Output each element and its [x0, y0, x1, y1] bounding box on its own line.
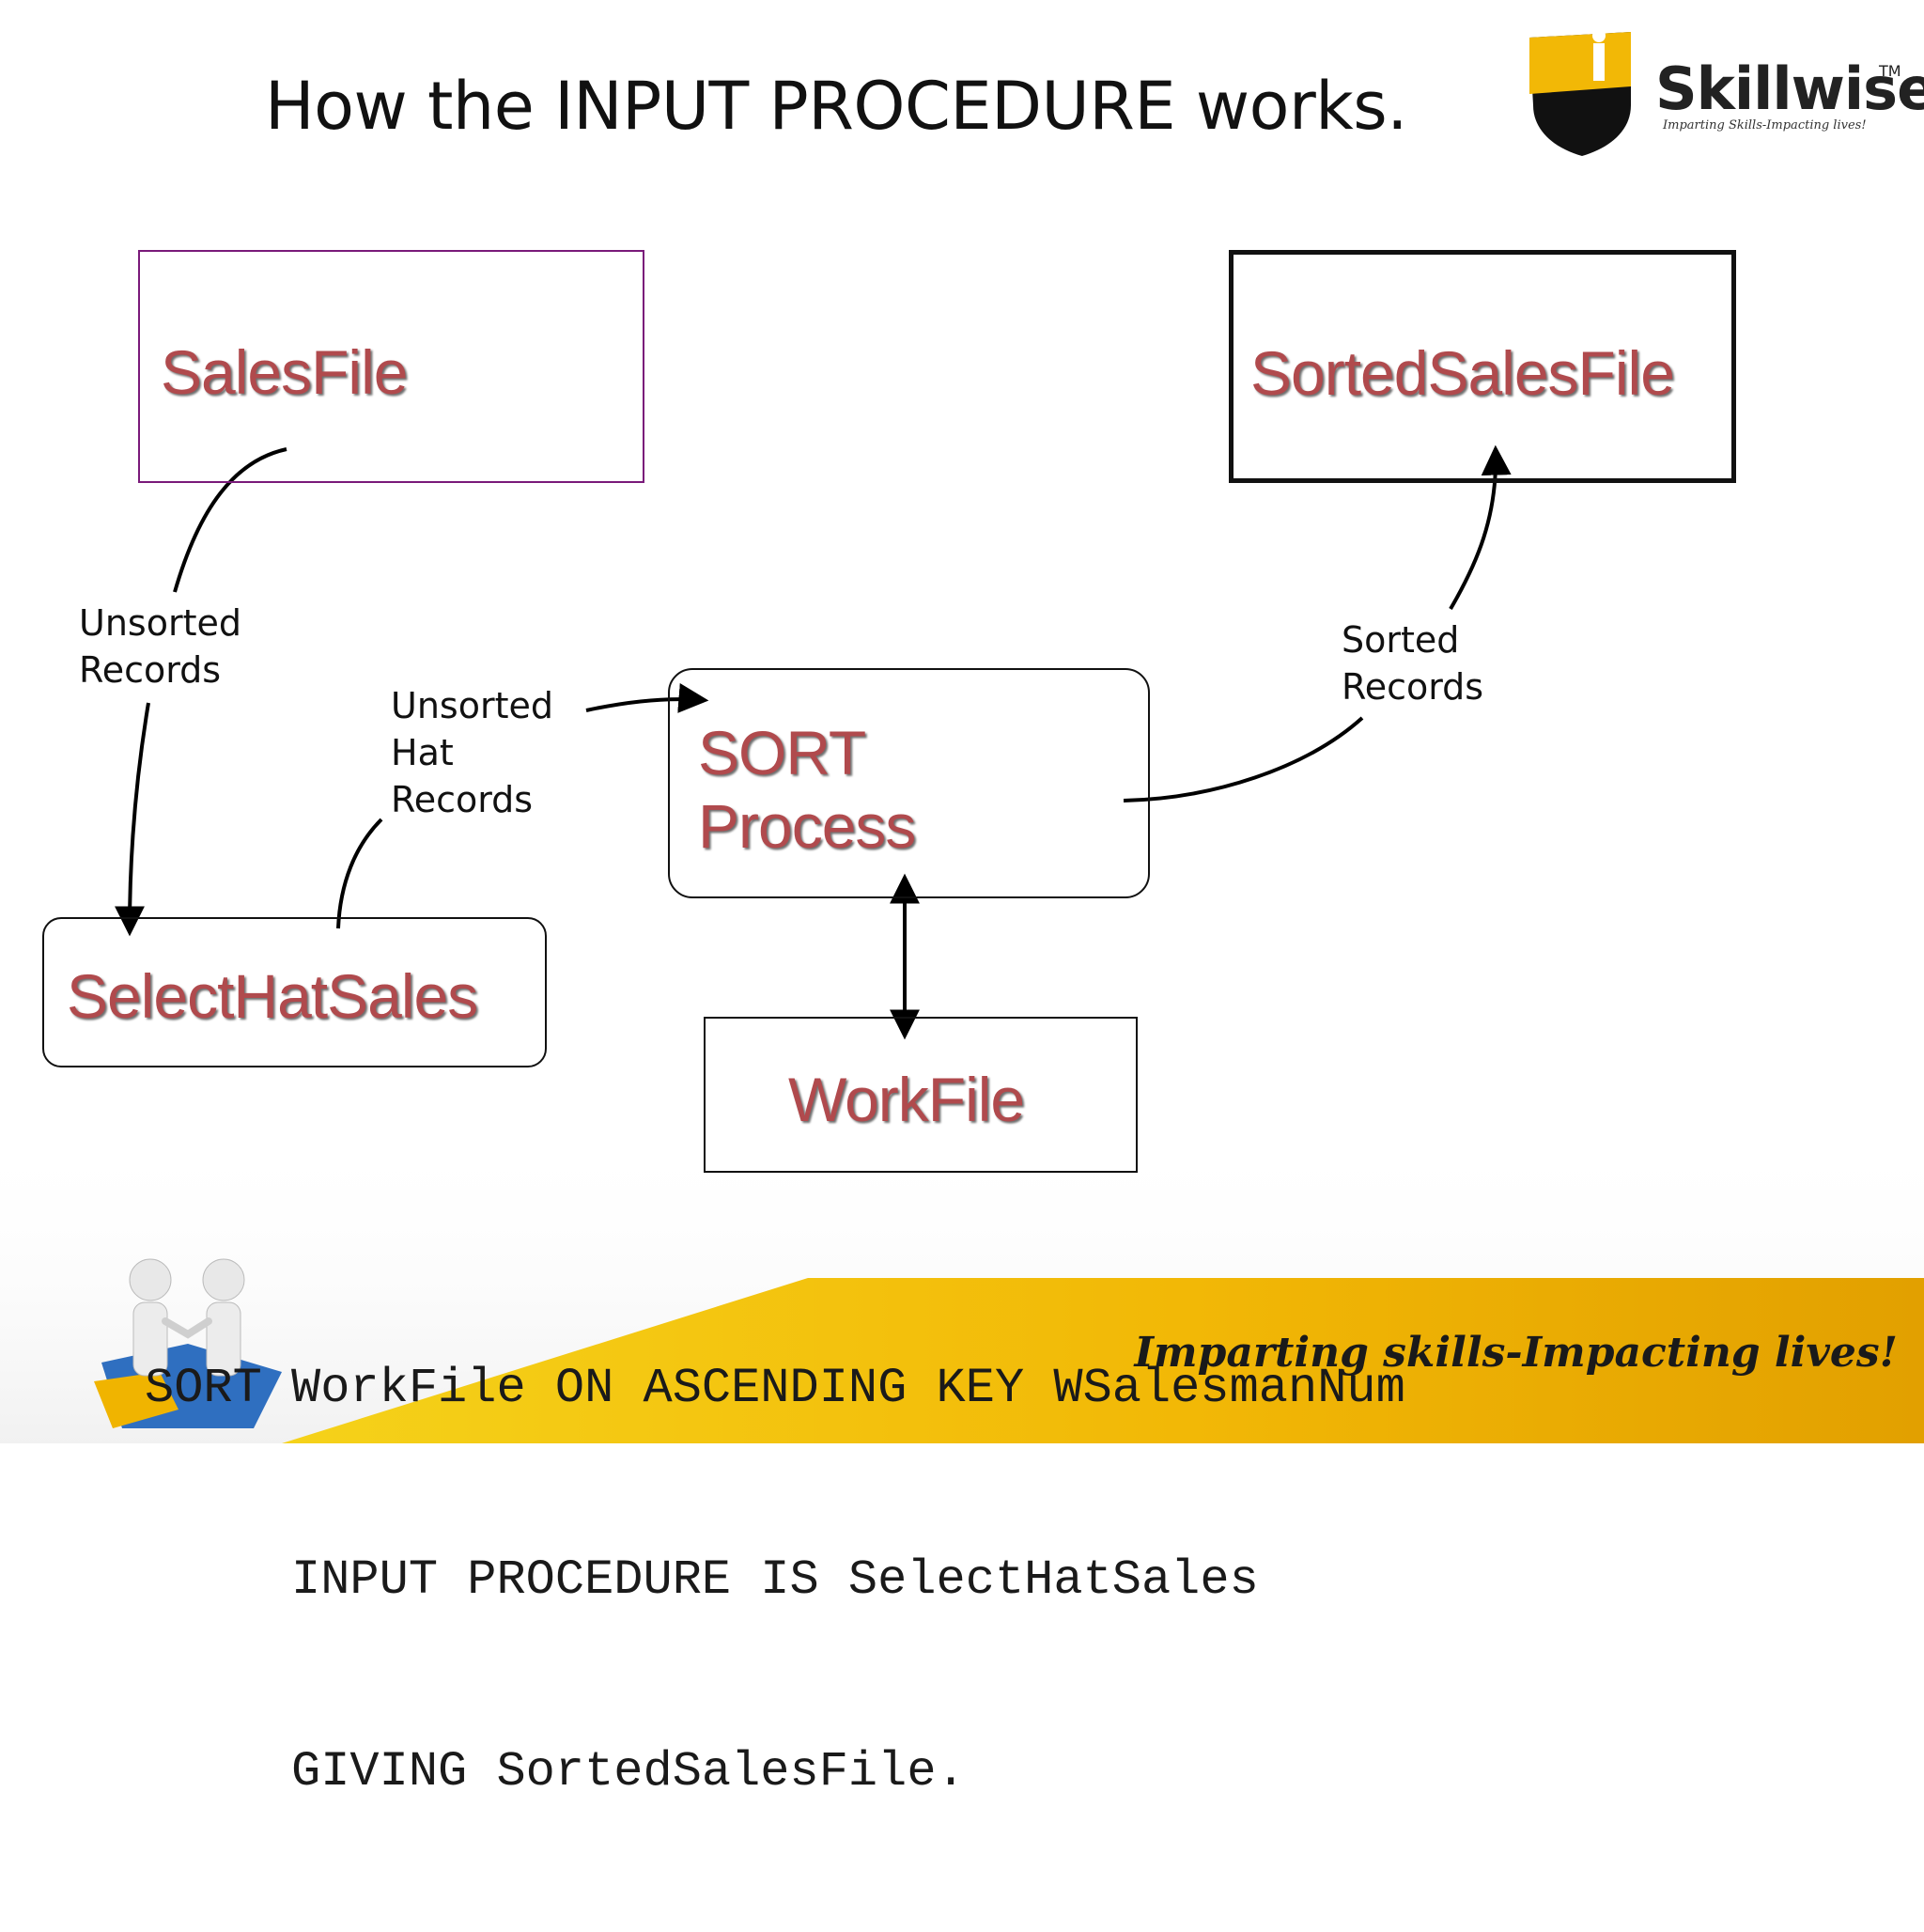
- footer-band: [282, 1278, 1924, 1443]
- brand-name: Skillwise: [1655, 55, 1924, 123]
- node-sort-process-label-1: SORT: [698, 718, 866, 787]
- node-sales-file-label: SalesFile: [161, 337, 408, 407]
- brand-tagline-small: Imparting Skills-Impacting lives!: [1663, 118, 1867, 132]
- background-art: [0, 29, 1924, 1443]
- node-sort-process: SORT Process: [668, 668, 1150, 898]
- node-select-hat-sales-label: SelectHatSales: [67, 961, 478, 1031]
- edge-sorted-records-arrow: [1449, 444, 1512, 611]
- slide: How the INPUT PROCEDURE works. Skillwise…: [0, 29, 1924, 1800]
- skillwise-logo-icon: [1529, 29, 1631, 156]
- edge-label-unsorted-hat-records: Unsorted Hat Records: [391, 685, 553, 820]
- node-sales-file: SalesFile: [138, 250, 644, 483]
- code-line-3: GIVING SortedSalesFile.: [145, 1744, 966, 1800]
- edge-label-unsorted-records: Unsorted Records: [79, 602, 241, 691]
- node-sort-process-label-2: Process: [698, 791, 916, 861]
- footer-tagline: Imparting skills-Impacting lives!: [1134, 1329, 1898, 1377]
- code-line-2: INPUT PROCEDURE IS SelectHatSales: [145, 1552, 1259, 1608]
- brand-trademark: TM: [1879, 62, 1901, 80]
- edge-sort-out-line: [1123, 716, 1364, 802]
- node-sorted-sales-file-label: SortedSalesFile: [1250, 338, 1675, 408]
- edge-salesfile-line: [173, 447, 287, 593]
- edge-selecthat-line: [336, 818, 383, 929]
- edge-label-sorted-records: Sorted Records: [1342, 619, 1484, 708]
- node-work-file-label: WorkFile: [788, 1065, 1025, 1134]
- slide-title: How the INPUT PROCEDURE works.: [265, 68, 1407, 145]
- handshake-figures-icon: [94, 1258, 282, 1428]
- code-line-1: SORT WorkFile ON ASCENDING KEY WSalesman…: [145, 1361, 1405, 1416]
- edge-unsorted-hat-arrow: [585, 683, 709, 713]
- node-select-hat-sales: SelectHatSales: [42, 917, 547, 1067]
- edge-unsorted-records-arrow: [115, 702, 150, 937]
- node-work-file: WorkFile: [704, 1017, 1138, 1173]
- node-sorted-sales-file: SortedSalesFile: [1229, 250, 1736, 483]
